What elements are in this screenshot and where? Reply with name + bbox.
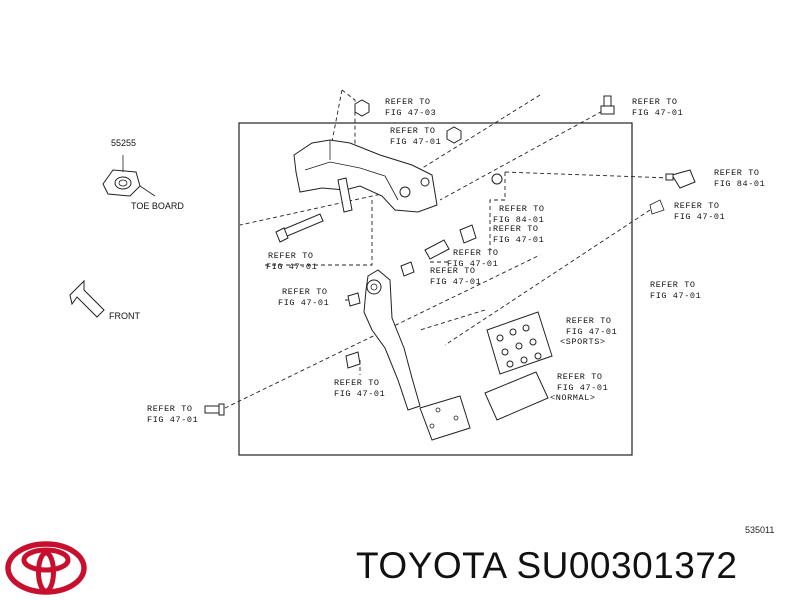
footer-part-number: TOYOTA SU00301372 <box>356 545 738 586</box>
fig-label: FIG 47-01 <box>147 415 198 425</box>
refer-to-label: REFER TO <box>557 372 603 382</box>
refer-to-label: REFER TO <box>499 204 545 214</box>
top-bolt <box>600 95 615 115</box>
refer-to-label: REFER TO <box>430 266 476 276</box>
diagram-reference-code: 535011 <box>745 525 775 535</box>
fig-label: FIG 47-01 <box>566 327 617 337</box>
refer-to-label: REFER TO <box>650 280 696 290</box>
pedal-bracket <box>293 139 438 213</box>
refer-labels: REFER TO FIG 47-03 REFER TO FIG 47-01 RE… <box>147 97 765 425</box>
fig-label: FIG 47-01 <box>557 383 608 393</box>
fig-label: FIG 84-01 <box>714 179 765 189</box>
long-bolt <box>275 213 324 243</box>
front-arrow-icon <box>69 279 105 318</box>
top-nut <box>354 99 370 117</box>
fig-label: FIG 47-03 <box>385 108 436 118</box>
refer-to-label: REFER TO <box>453 248 499 258</box>
clip <box>649 199 665 215</box>
normal-pedal-pad <box>484 371 549 421</box>
fig-label: FIG 47-01 <box>430 277 481 287</box>
fig-label: FIG 47-01 <box>278 298 329 308</box>
right-nut <box>446 126 462 144</box>
refer-to-label: REFER TO <box>385 97 431 107</box>
toyota-logo-icon <box>5 541 87 595</box>
pedal-arm <box>363 269 421 411</box>
pivot-bushing <box>347 292 361 307</box>
refer-to-label: REFER TO <box>390 126 436 136</box>
front-label: FRONT <box>109 311 140 321</box>
toe-board-bracket <box>102 155 156 197</box>
fig-label: FIG 47-01 <box>493 235 544 245</box>
part-number-55255: 55255 <box>111 138 136 148</box>
refer-to-label: REFER TO <box>268 251 314 261</box>
fig-label: FIG 47-01 <box>266 262 317 272</box>
spacer-collar <box>424 239 450 260</box>
normal-label: <NORMAL> <box>550 393 596 403</box>
fig-label: FIG 47-01 <box>632 108 683 118</box>
refer-to-label: REFER TO <box>147 404 193 414</box>
fig-label: FIG 47-01 <box>447 259 498 269</box>
toe-board-label: TOE BOARD <box>131 201 184 211</box>
lower-bolt <box>204 403 225 416</box>
refer-to-label: REFER TO <box>674 201 720 211</box>
pedal-pad <box>419 395 471 441</box>
fig-label: FIG 47-01 <box>390 137 441 147</box>
fig-label: FIG 47-01 <box>334 389 385 399</box>
fig-label: FIG 84-01 <box>493 215 544 225</box>
refer-to-label: REFER TO <box>493 224 539 234</box>
bushing-upper <box>459 224 477 244</box>
refer-to-label: REFER TO <box>566 316 612 326</box>
refer-to-label: REFER TO <box>714 168 760 178</box>
washer <box>491 173 503 185</box>
sports-pedal-pad <box>486 311 553 375</box>
refer-to-label: REFER TO <box>282 287 328 297</box>
sports-label: <SPORTS> <box>560 337 606 347</box>
refer-to-label: REFER TO <box>334 378 380 388</box>
fig-label: FIG 47-01 <box>650 291 701 301</box>
stop-lamp-switch <box>665 169 696 189</box>
fig-label: FIG 47-01 <box>674 212 725 222</box>
refer-to-label: REFER TO <box>632 97 678 107</box>
stopper <box>345 351 361 369</box>
assembly-frame <box>238 122 633 456</box>
bushing-lower <box>400 261 415 277</box>
